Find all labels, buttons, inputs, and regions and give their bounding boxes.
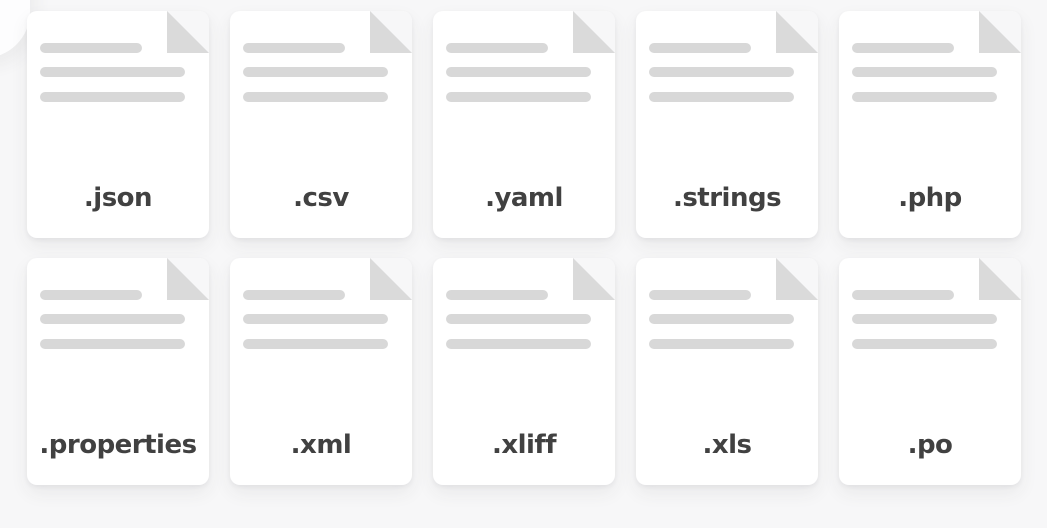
file-extension-label: .properties xyxy=(39,430,197,461)
doc-text-line xyxy=(40,339,185,349)
file-card-strings[interactable]: .strings xyxy=(636,11,818,238)
doc-text-line xyxy=(852,43,954,53)
doc-text-line xyxy=(649,339,794,349)
file-card-csv[interactable]: .csv xyxy=(230,11,412,238)
folded-corner-icon xyxy=(776,258,818,300)
cropped-panel-corner xyxy=(0,0,30,58)
doc-text-line xyxy=(243,67,388,77)
doc-text-line xyxy=(40,43,142,53)
folded-corner-icon xyxy=(776,11,818,53)
doc-text-line xyxy=(446,339,591,349)
file-card-php[interactable]: .php xyxy=(839,11,1021,238)
file-extension-label: .xls xyxy=(702,430,752,461)
doc-text-line xyxy=(243,314,388,324)
file-card-properties[interactable]: .properties xyxy=(27,258,209,485)
doc-text-line xyxy=(649,290,751,300)
file-extension-label: .php xyxy=(898,183,962,214)
doc-text-line xyxy=(446,314,591,324)
doc-text-line xyxy=(243,92,388,102)
doc-text-line xyxy=(40,290,142,300)
file-card-yaml[interactable]: .yaml xyxy=(433,11,615,238)
file-card-json[interactable]: .json xyxy=(27,11,209,238)
file-extension-label: .strings xyxy=(672,183,782,214)
file-format-grid: .json .csv .yaml .strings .php .properti… xyxy=(27,11,1021,485)
doc-text-line xyxy=(852,339,997,349)
doc-text-line xyxy=(852,290,954,300)
folded-corner-icon xyxy=(573,258,615,300)
file-card-xliff[interactable]: .xliff xyxy=(433,258,615,485)
file-extension-label: .yaml xyxy=(485,183,563,214)
doc-text-line xyxy=(649,43,751,53)
doc-text-line xyxy=(446,67,591,77)
file-extension-label: .xml xyxy=(290,430,352,461)
doc-text-line xyxy=(649,92,794,102)
doc-text-line xyxy=(446,290,548,300)
doc-text-line xyxy=(243,43,345,53)
file-extension-label: .xliff xyxy=(491,430,557,461)
doc-text-line xyxy=(40,92,185,102)
doc-text-line xyxy=(40,314,185,324)
file-extension-label: .csv xyxy=(293,183,349,214)
doc-text-line xyxy=(446,92,591,102)
doc-text-line xyxy=(649,67,794,77)
folded-corner-icon xyxy=(370,258,412,300)
folded-corner-icon xyxy=(167,258,209,300)
file-card-xls[interactable]: .xls xyxy=(636,258,818,485)
folded-corner-icon xyxy=(167,11,209,53)
folded-corner-icon xyxy=(370,11,412,53)
doc-text-line xyxy=(446,43,548,53)
doc-text-line xyxy=(243,339,388,349)
doc-text-line xyxy=(852,67,997,77)
doc-text-line xyxy=(852,92,997,102)
file-extension-label: .json xyxy=(83,183,153,214)
doc-text-line xyxy=(649,314,794,324)
doc-text-line xyxy=(852,314,997,324)
folded-corner-icon xyxy=(573,11,615,53)
file-card-po[interactable]: .po xyxy=(839,258,1021,485)
doc-text-line xyxy=(243,290,345,300)
folded-corner-icon xyxy=(979,11,1021,53)
file-card-xml[interactable]: .xml xyxy=(230,258,412,485)
folded-corner-icon xyxy=(979,258,1021,300)
file-extension-label: .po xyxy=(907,430,953,461)
doc-text-line xyxy=(40,67,185,77)
